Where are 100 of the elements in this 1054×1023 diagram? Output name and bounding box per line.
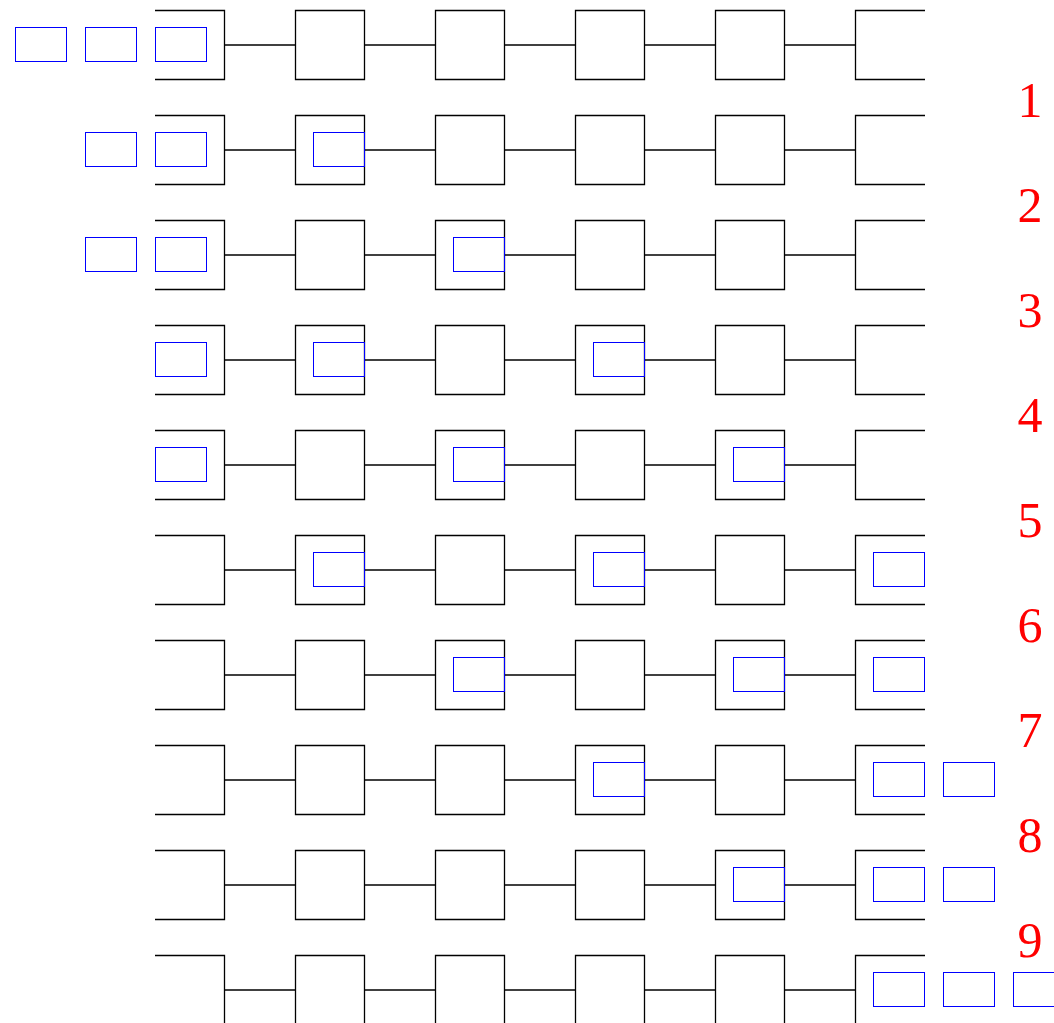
connector-line xyxy=(224,674,296,676)
connector-line xyxy=(224,779,296,781)
connector-line xyxy=(784,884,856,886)
connector-line xyxy=(644,359,716,361)
open-frame xyxy=(855,220,925,290)
connector-line xyxy=(784,779,856,781)
square-frame xyxy=(575,325,645,395)
connector-line xyxy=(504,674,576,676)
small-rectangle xyxy=(155,27,207,62)
open-frame xyxy=(855,325,925,395)
small-rectangle xyxy=(313,552,365,587)
open-frame xyxy=(855,10,925,80)
open-frame xyxy=(155,535,225,605)
square-frame xyxy=(295,955,365,1023)
small-rectangle xyxy=(313,132,365,167)
connector-line xyxy=(784,149,856,151)
connector-line xyxy=(224,989,296,991)
square-frame xyxy=(715,220,785,290)
connector-line xyxy=(224,254,296,256)
open-frame xyxy=(155,325,225,395)
connector-line xyxy=(364,149,436,151)
small-rectangle xyxy=(943,867,995,902)
square-frame xyxy=(575,430,645,500)
connector-line xyxy=(644,884,716,886)
square-frame xyxy=(715,640,785,710)
connector-line xyxy=(644,569,716,571)
square-frame xyxy=(295,10,365,80)
small-rectangle xyxy=(873,867,925,902)
small-rectangle xyxy=(453,237,505,272)
connector-line xyxy=(364,44,436,46)
small-rectangle xyxy=(943,972,995,1007)
open-frame xyxy=(855,640,925,710)
small-rectangle xyxy=(873,972,925,1007)
square-frame xyxy=(435,115,505,185)
square-frame xyxy=(295,220,365,290)
connector-line xyxy=(364,464,436,466)
open-frame xyxy=(155,430,225,500)
row-number: 6 xyxy=(1016,600,1044,650)
small-rectangle xyxy=(453,657,505,692)
open-frame xyxy=(855,115,925,185)
small-rectangle xyxy=(155,342,207,377)
small-rectangle xyxy=(873,762,925,797)
connector-line xyxy=(784,464,856,466)
row-number: 3 xyxy=(1016,285,1044,335)
square-frame xyxy=(435,10,505,80)
connector-line xyxy=(224,884,296,886)
small-rectangle xyxy=(155,447,207,482)
row-number: 8 xyxy=(1016,810,1044,860)
square-frame xyxy=(715,115,785,185)
connector-line xyxy=(364,779,436,781)
square-frame xyxy=(295,745,365,815)
open-frame xyxy=(855,430,925,500)
connector-line xyxy=(504,44,576,46)
connector-line xyxy=(224,359,296,361)
small-rectangle xyxy=(1013,972,1054,1007)
connector-line xyxy=(504,989,576,991)
small-rectangle xyxy=(85,27,137,62)
square-frame xyxy=(575,10,645,80)
row-number: 1 xyxy=(1016,75,1044,125)
square-frame xyxy=(715,430,785,500)
square-frame xyxy=(575,535,645,605)
square-frame xyxy=(435,955,505,1023)
small-rectangle xyxy=(15,27,67,62)
connector-line xyxy=(644,464,716,466)
connector-line xyxy=(364,674,436,676)
square-frame xyxy=(715,10,785,80)
square-frame xyxy=(575,640,645,710)
square-frame xyxy=(435,220,505,290)
row-number: 5 xyxy=(1016,495,1044,545)
square-frame xyxy=(295,430,365,500)
small-rectangle xyxy=(873,552,925,587)
square-frame xyxy=(715,745,785,815)
row-number: 7 xyxy=(1016,705,1044,755)
square-frame xyxy=(575,850,645,920)
connector-line xyxy=(644,674,716,676)
small-rectangle xyxy=(85,237,137,272)
connector-line xyxy=(364,254,436,256)
open-frame xyxy=(155,745,225,815)
row-number: 4 xyxy=(1016,390,1044,440)
connector-line xyxy=(784,674,856,676)
small-rectangle xyxy=(593,552,645,587)
square-frame xyxy=(575,955,645,1023)
square-frame xyxy=(575,115,645,185)
connector-line xyxy=(504,779,576,781)
connector-line xyxy=(644,779,716,781)
open-frame xyxy=(855,955,925,1023)
connector-line xyxy=(364,569,436,571)
square-frame xyxy=(295,850,365,920)
connector-line xyxy=(364,884,436,886)
small-rectangle xyxy=(733,447,785,482)
square-frame xyxy=(435,325,505,395)
connector-line xyxy=(364,989,436,991)
connector-line xyxy=(504,884,576,886)
small-rectangle xyxy=(943,762,995,797)
square-frame xyxy=(715,535,785,605)
open-frame xyxy=(155,10,225,80)
connector-line xyxy=(224,44,296,46)
small-rectangle xyxy=(593,342,645,377)
square-frame xyxy=(575,220,645,290)
square-frame xyxy=(715,955,785,1023)
